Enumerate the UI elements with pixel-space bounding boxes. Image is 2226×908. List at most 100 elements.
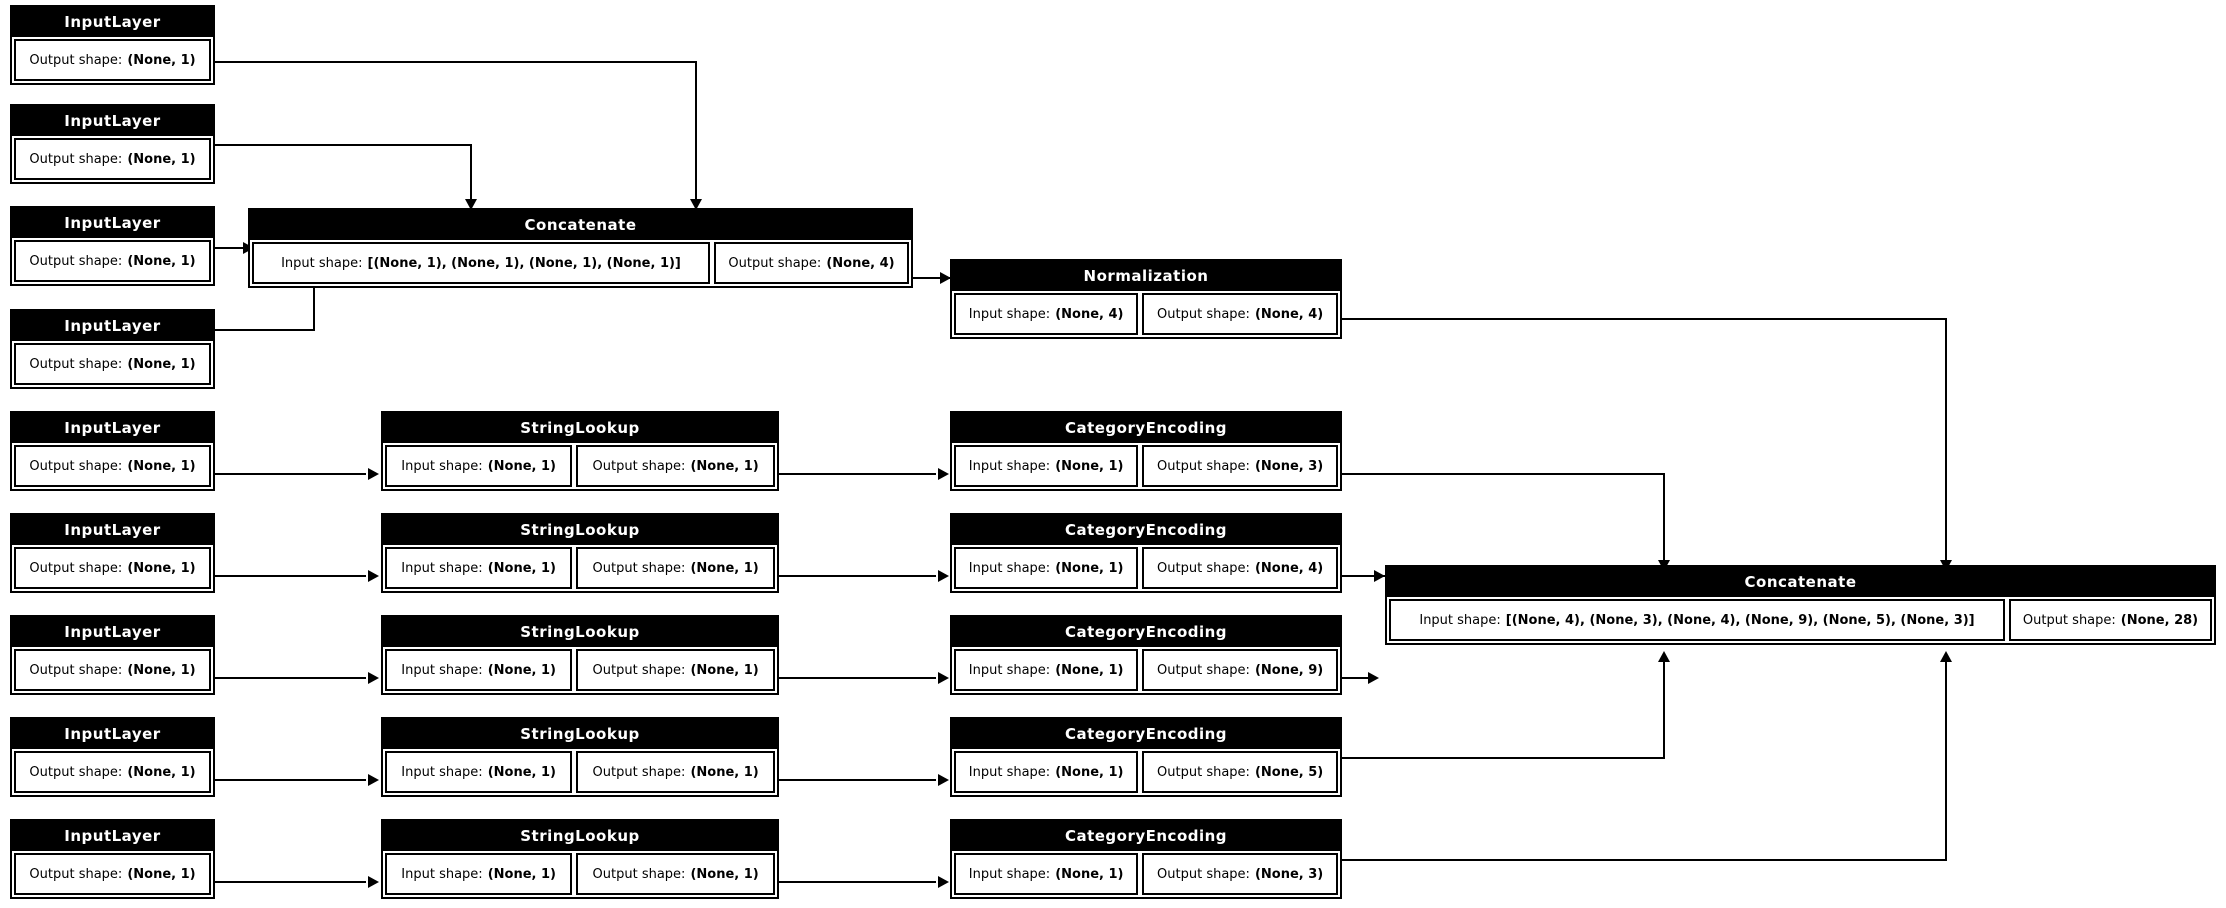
input-shape-label: Input shape:: [968, 306, 1051, 322]
edge-cat5-lookup-to-encode: [779, 881, 936, 883]
input-shape-field: Input shape: (None, 1): [954, 649, 1139, 691]
node-fields: Input shape: (None, 1) Output shape: (No…: [952, 443, 1340, 489]
output-shape-label: Output shape:: [29, 356, 123, 372]
edge-cat5-input-to-lookup: [213, 881, 366, 883]
output-shape-field: Output shape: (None, 1): [14, 343, 211, 385]
edge-input4-to-concat-v: [313, 275, 315, 331]
output-shape-value: (None, 3): [1254, 458, 1324, 474]
output-shape-label: Output shape:: [1157, 560, 1250, 576]
edge-input1-to-concat-v: [695, 61, 697, 201]
output-shape-field: Output shape: (None, 1): [14, 649, 211, 691]
output-shape-label: Output shape:: [1157, 764, 1250, 780]
arrow-cat3-lookup-to-encode: [938, 672, 949, 684]
output-shape-value: (None, 28): [2120, 612, 2199, 628]
node-title: InputLayer: [12, 106, 213, 136]
node-string-lookup-5[interactable]: StringLookup Input shape: (None, 1) Outp…: [381, 819, 779, 899]
node-title: InputLayer: [12, 7, 213, 37]
node-input-layer-categorical-3[interactable]: InputLayer Output shape: (None, 1): [10, 615, 215, 695]
arrow-concat-to-normalization: [940, 272, 951, 284]
node-title: StringLookup: [383, 821, 777, 851]
node-category-encoding-2[interactable]: CategoryEncoding Input shape: (None, 1) …: [950, 513, 1342, 593]
output-shape-value: (None, 1): [127, 458, 196, 474]
arrow-cat3-input-to-lookup: [368, 672, 379, 684]
node-title: CategoryEncoding: [952, 821, 1340, 851]
edge-cat1-lookup-to-encode: [779, 473, 936, 475]
edge-cat4-encode-to-final-h: [1342, 757, 1665, 759]
output-shape-field: Output shape: (None, 4): [714, 242, 909, 284]
node-title: StringLookup: [383, 413, 777, 443]
output-shape-label: Output shape:: [29, 764, 123, 780]
node-input-layer-categorical-4[interactable]: InputLayer Output shape: (None, 1): [10, 717, 215, 797]
arrow-cat2-input-to-lookup: [368, 570, 379, 582]
node-category-encoding-1[interactable]: CategoryEncoding Input shape: (None, 1) …: [950, 411, 1342, 491]
output-shape-field: Output shape: (None, 1): [14, 138, 211, 180]
node-string-lookup-1[interactable]: StringLookup Input shape: (None, 1) Outp…: [381, 411, 779, 491]
node-title: InputLayer: [12, 617, 213, 647]
input-shape-label: Input shape:: [401, 764, 483, 780]
edge-cat2-input-to-lookup: [213, 575, 366, 577]
arrow-cat3-encode-to-final: [1368, 672, 1379, 684]
edge-cat3-lookup-to-encode: [779, 677, 936, 679]
node-fields: Output shape: (None, 1): [12, 341, 213, 387]
input-shape-field: Input shape: (None, 1): [385, 649, 573, 691]
node-fields: Input shape: (None, 1) Output shape: (No…: [383, 545, 777, 591]
node-input-layer-numeric-4[interactable]: InputLayer Output shape: (None, 1): [10, 309, 215, 389]
node-string-lookup-3[interactable]: StringLookup Input shape: (None, 1) Outp…: [381, 615, 779, 695]
node-title: StringLookup: [383, 617, 777, 647]
output-shape-field: Output shape: (None, 1): [576, 547, 775, 589]
node-category-encoding-5[interactable]: CategoryEncoding Input shape: (None, 1) …: [950, 819, 1342, 899]
input-shape-field: Input shape: (None, 1): [385, 547, 573, 589]
output-shape-value: (None, 3): [1254, 866, 1324, 882]
arrow-cat4-lookup-to-encode: [938, 774, 949, 786]
arrow-cat1-lookup-to-encode: [938, 468, 949, 480]
node-category-encoding-4[interactable]: CategoryEncoding Input shape: (None, 1) …: [950, 717, 1342, 797]
edge-input2-to-concat-v: [470, 144, 472, 201]
node-input-layer-numeric-3[interactable]: InputLayer Output shape: (None, 1): [10, 206, 215, 286]
node-input-layer-numeric-2[interactable]: InputLayer Output shape: (None, 1): [10, 104, 215, 184]
output-shape-value: (None, 1): [127, 253, 196, 269]
node-fields: Output shape: (None, 1): [12, 238, 213, 284]
arrow-input2-to-concat: [465, 199, 477, 210]
node-fields: Output shape: (None, 1): [12, 37, 213, 83]
edge-cat5-encode-to-final-h: [1342, 859, 1947, 861]
node-title: CategoryEncoding: [952, 719, 1340, 749]
edge-normalization-to-final-v: [1945, 318, 1947, 563]
input-shape-label: Input shape:: [1419, 612, 1501, 628]
arrow-cat5-encode-to-final: [1940, 651, 1952, 662]
node-fields: Input shape: (None, 1) Output shape: (No…: [952, 749, 1340, 795]
input-shape-label: Input shape:: [401, 866, 483, 882]
input-shape-field: Input shape: (None, 1): [954, 751, 1139, 793]
node-input-layer-numeric-1[interactable]: InputLayer Output shape: (None, 1): [10, 5, 215, 85]
node-concatenate-final[interactable]: Concatenate Input shape: [(None, 4), (No…: [1385, 565, 2216, 645]
node-title: InputLayer: [12, 515, 213, 545]
node-input-layer-categorical-2[interactable]: InputLayer Output shape: (None, 1): [10, 513, 215, 593]
input-shape-field: Input shape: (None, 1): [385, 751, 573, 793]
output-shape-field: Output shape: (None, 1): [576, 649, 775, 691]
output-shape-value: (None, 4): [1254, 306, 1324, 322]
node-category-encoding-3[interactable]: CategoryEncoding Input shape: (None, 1) …: [950, 615, 1342, 695]
input-shape-field: Input shape: (None, 1): [954, 547, 1139, 589]
output-shape-value: (None, 4): [826, 255, 895, 271]
output-shape-label: Output shape:: [1157, 458, 1250, 474]
input-shape-field: Input shape: (None, 4): [954, 293, 1139, 335]
output-shape-label: Output shape:: [29, 866, 123, 882]
node-title: CategoryEncoding: [952, 413, 1340, 443]
input-shape-label: Input shape:: [968, 458, 1051, 474]
node-input-layer-categorical-5[interactable]: InputLayer Output shape: (None, 1): [10, 819, 215, 899]
edge-cat4-lookup-to-encode: [779, 779, 936, 781]
node-fields: Input shape: (None, 1) Output shape: (No…: [952, 851, 1340, 897]
arrow-cat2-lookup-to-encode: [938, 570, 949, 582]
node-normalization[interactable]: Normalization Input shape: (None, 4) Out…: [950, 259, 1342, 339]
node-string-lookup-2[interactable]: StringLookup Input shape: (None, 1) Outp…: [381, 513, 779, 593]
node-string-lookup-4[interactable]: StringLookup Input shape: (None, 1) Outp…: [381, 717, 779, 797]
input-shape-value: (None, 1): [1055, 662, 1124, 678]
node-concatenate-numeric[interactable]: Concatenate Input shape: [(None, 1), (No…: [248, 208, 913, 288]
node-fields: Output shape: (None, 1): [12, 647, 213, 693]
input-shape-field: Input shape: (None, 1): [954, 445, 1139, 487]
output-shape-field: Output shape: (None, 1): [14, 39, 211, 81]
edge-cat5-encode-to-final-v: [1945, 660, 1947, 861]
node-input-layer-categorical-1[interactable]: InputLayer Output shape: (None, 1): [10, 411, 215, 491]
input-shape-label: Input shape:: [401, 560, 483, 576]
input-shape-value: (None, 4): [1055, 306, 1124, 322]
